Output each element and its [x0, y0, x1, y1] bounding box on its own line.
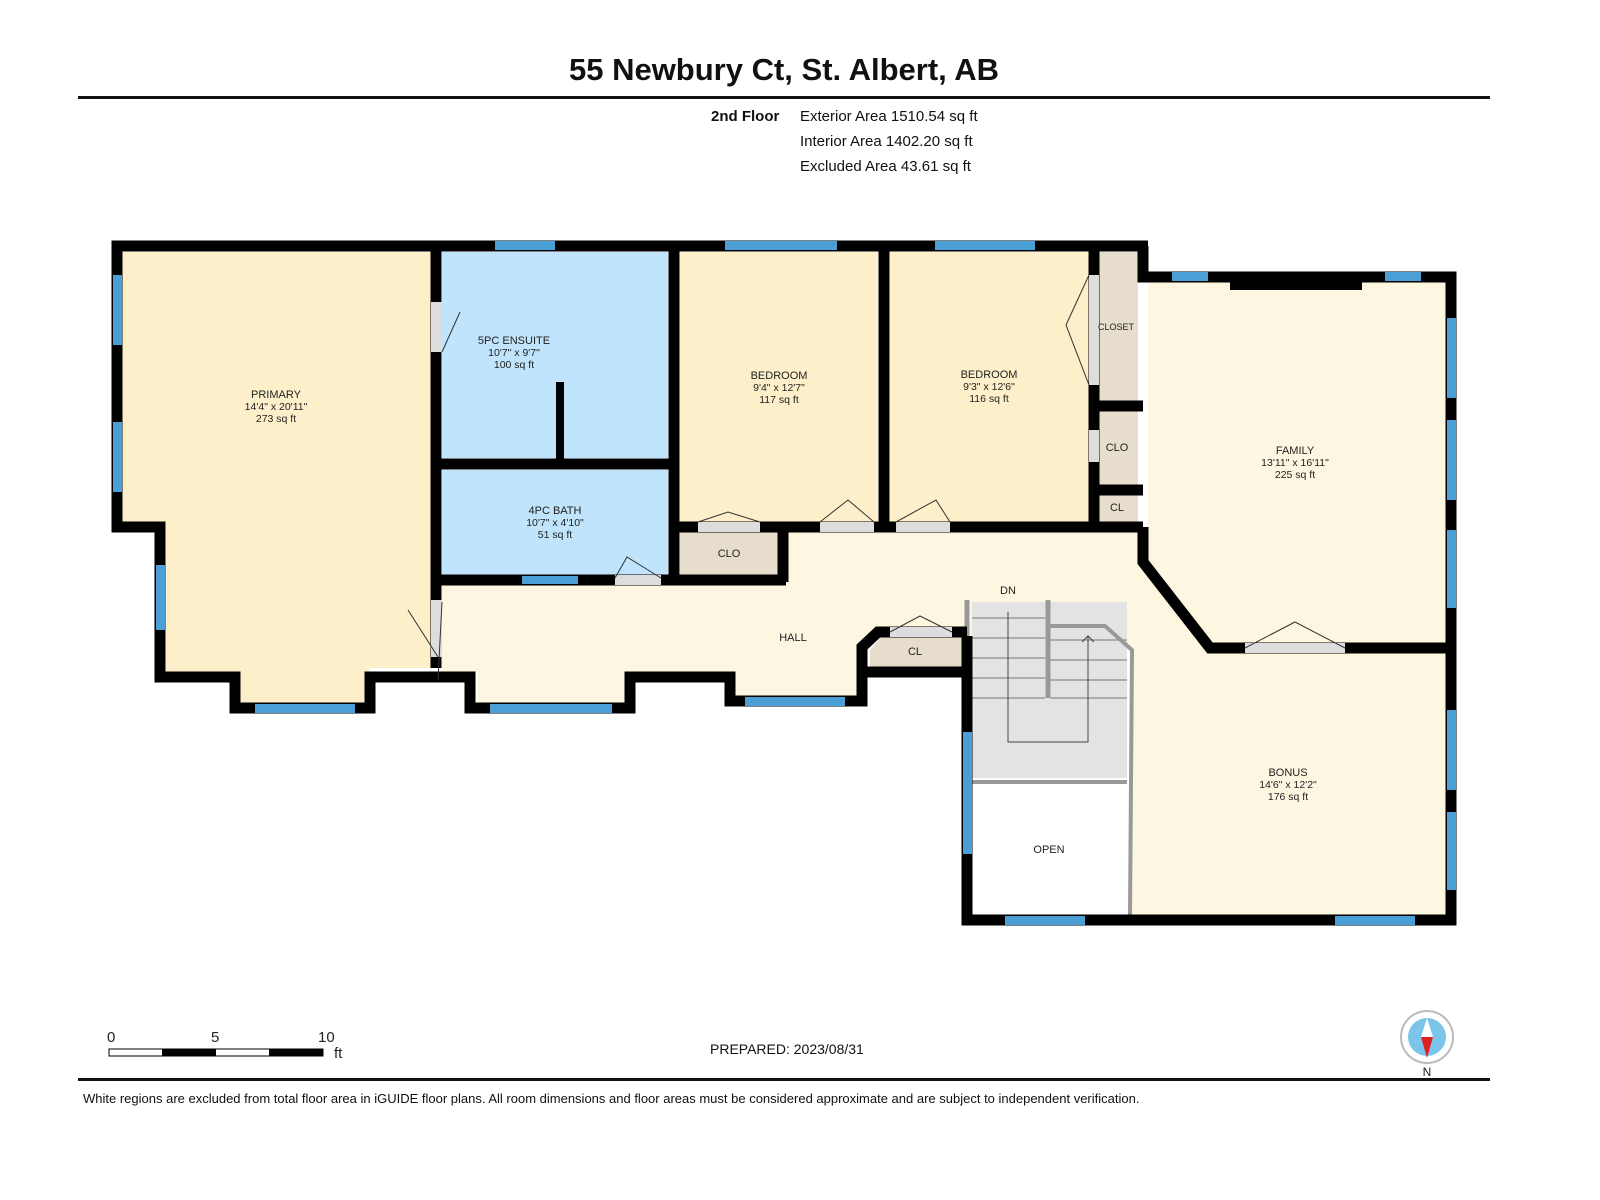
window	[522, 576, 578, 584]
hall-bonus-fill	[442, 532, 1446, 915]
room-name: BEDROOM	[751, 370, 808, 382]
window	[255, 704, 355, 713]
window	[113, 275, 122, 345]
room-name: PRIMARY	[251, 389, 302, 401]
room-area: 273 sq ft	[256, 413, 296, 425]
window	[1447, 420, 1456, 500]
excluded-area: Excluded Area 43.61 sq ft	[800, 158, 971, 175]
room-name: FAMILY	[1276, 445, 1315, 457]
window	[1172, 272, 1208, 281]
scale-tick-0: 0	[107, 1029, 115, 1046]
room-dims: 10'7" x 9'7"	[488, 347, 540, 359]
room-labels: PRIMARY 14'4" x 20'11" 273 sq ft 5PC ENS…	[245, 322, 1329, 856]
title-divider	[78, 96, 1490, 99]
primary-fill	[122, 252, 432, 704]
bath-fill	[442, 470, 668, 576]
window	[1447, 318, 1456, 398]
room-name: BONUS	[1268, 767, 1307, 779]
page-title: 55 Newbury Ct, St. Albert, AB	[568, 52, 1000, 87]
clo1-fill	[680, 532, 780, 576]
exterior-area: Exterior Area 1510.54 sq ft	[800, 108, 978, 125]
window	[725, 241, 837, 250]
clo-label: CLO	[1106, 442, 1129, 454]
window	[156, 565, 165, 630]
footer-divider	[78, 1078, 1490, 1081]
prepared-date: PREPARED: 2023/08/31	[710, 1041, 864, 1057]
window	[1447, 710, 1456, 790]
window	[963, 732, 972, 854]
closet-label: CLOSET	[1098, 322, 1135, 332]
bedroom2-fill	[890, 252, 1090, 522]
room-dims: 9'3" x 12'6"	[963, 381, 1015, 393]
interior-area: Interior Area 1402.20 sq ft	[800, 133, 973, 150]
room-dims: 9'4" x 12'7"	[753, 382, 805, 394]
window	[1335, 916, 1415, 925]
room-name: 4PC BATH	[529, 505, 582, 517]
room-area: 225 sq ft	[1275, 469, 1315, 481]
closet-fill	[1098, 252, 1138, 402]
scale-bar: 0 5 10 ft	[107, 1029, 343, 1062]
room-dims: 13'11" x 16'11"	[1261, 457, 1329, 469]
room-name: BEDROOM	[961, 369, 1018, 381]
open-label: OPEN	[1033, 844, 1064, 856]
cl2-fill	[870, 636, 962, 668]
window	[113, 422, 122, 492]
room-dims: 10'7" x 4'10"	[526, 517, 584, 529]
room-fills	[122, 252, 1446, 916]
room-dims: 14'4" x 20'11"	[245, 401, 308, 413]
family-fill	[1148, 282, 1446, 645]
room-area: 117 sq ft	[759, 394, 799, 406]
room-area: 51 sq ft	[538, 529, 573, 541]
room-area: 116 sq ft	[969, 393, 1009, 405]
ensuite-fill	[442, 252, 668, 458]
window	[1447, 530, 1456, 608]
floor-label: 2nd Floor	[711, 108, 780, 125]
scale-unit: ft	[334, 1045, 343, 1062]
compass-north-label: N	[1423, 1065, 1432, 1079]
window	[1447, 812, 1456, 890]
clo-label: CLO	[718, 548, 741, 560]
doors	[407, 274, 1346, 681]
window	[745, 697, 845, 706]
stairs-down-label: DN	[1000, 585, 1016, 597]
room-dims: 14'6" x 12'2"	[1259, 779, 1317, 791]
window	[935, 241, 1035, 250]
open-fill	[972, 786, 1127, 916]
bedroom1-fill	[680, 252, 878, 522]
window	[1385, 272, 1421, 281]
cl-label: CL	[1110, 502, 1124, 514]
scale-tick-5: 5	[211, 1029, 219, 1046]
hall-label: HALL	[779, 632, 807, 644]
compass-icon: N	[1400, 1010, 1454, 1079]
room-name: 5PC ENSUITE	[478, 335, 550, 347]
clo2-fill	[1098, 410, 1138, 486]
windows	[113, 241, 1456, 925]
cl1-fill	[1098, 494, 1138, 522]
footer-disclaimer: White regions are excluded from total fl…	[83, 1091, 1140, 1106]
window	[1005, 916, 1085, 925]
room-area: 100 sq ft	[494, 359, 534, 371]
scale-tick-10: 10	[318, 1029, 335, 1046]
window	[490, 704, 612, 713]
room-area: 176 sq ft	[1268, 791, 1308, 803]
cl-label: CL	[908, 646, 922, 658]
window	[495, 241, 555, 250]
